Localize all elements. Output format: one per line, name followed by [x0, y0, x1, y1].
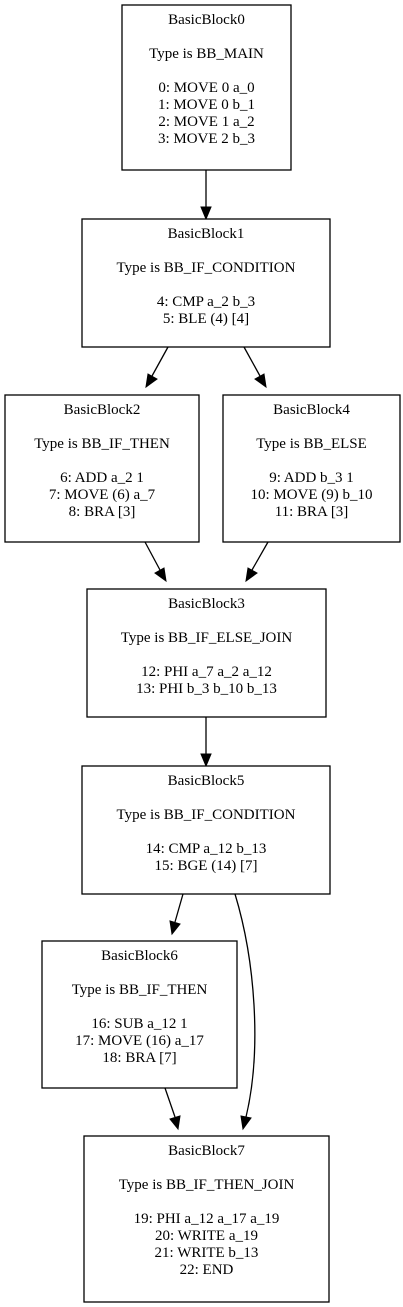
node-instruction: 14: CMP a_12 b_13: [146, 841, 267, 857]
node-instruction: 11: BRA [3]: [275, 504, 349, 520]
node-type: Type is BB_IF_THEN_JOIN: [119, 1177, 295, 1193]
edge-basicblock1-to-basicblock4: [243, 346, 267, 389]
edge-basicblock4-to-basicblock3: [245, 541, 269, 583]
node-title: BasicBlock6: [101, 948, 178, 964]
edge-basicblock5-to-basicblock6: [169, 893, 184, 936]
node-box: [81, 765, 331, 895]
node-type: Type is BB_IF_CONDITION: [117, 807, 296, 823]
node-instruction: 19: PHI a_12 a_17 a_19: [134, 1211, 280, 1227]
node-title: BasicBlock0: [168, 12, 245, 28]
node-box: [86, 588, 327, 718]
arrowhead: [245, 567, 258, 583]
edge-line: [174, 893, 184, 923]
node-instruction: 18: BRA [7]: [102, 1050, 176, 1066]
node-instruction: 5: BLE (4) [4]: [163, 311, 249, 327]
node-type: Type is BB_IF_THEN: [34, 436, 170, 452]
node-instruction: 20: WRITE a_19: [155, 1228, 258, 1244]
node-title: BasicBlock7: [168, 1143, 245, 1159]
edge-basicblock5-to-basicblock7: [234, 893, 256, 1131]
node-title: BasicBlock3: [168, 596, 245, 612]
node-instruction: 12: PHI a_7 a_2 a_12: [141, 664, 272, 680]
edge-line: [151, 346, 169, 377]
arrowhead: [240, 1115, 252, 1131]
node-instruction: 16: SUB a_12 1: [91, 1016, 187, 1032]
edge-line: [251, 541, 269, 571]
node-type: Type is BB_ELSE: [256, 436, 367, 452]
arrowhead: [169, 1115, 181, 1131]
node-box: [41, 940, 238, 1089]
edge-line: [234, 893, 256, 1118]
edge-basicblock0-to-basicblock1: [200, 170, 212, 221]
node-instruction: 2: MOVE 1 a_2: [158, 114, 254, 130]
node-type: Type is BB_IF_CONDITION: [117, 260, 296, 276]
node-title: BasicBlock2: [64, 402, 141, 418]
arrowhead: [145, 373, 158, 389]
node-instruction: 0: MOVE 0 a_0: [158, 80, 254, 96]
node-instruction: 7: MOVE (6) a_7: [49, 487, 156, 503]
node-box: [83, 1135, 330, 1303]
node-instruction: 15: BGE (14) [7]: [155, 858, 258, 874]
node-instruction: 9: ADD b_3 1: [269, 470, 354, 486]
node-instruction: 17: MOVE (16) a_17: [75, 1033, 204, 1049]
edge-basicblock1-to-basicblock2: [145, 346, 169, 389]
node-instruction: 1: MOVE 0 b_1: [158, 97, 255, 113]
node-instruction: 6: ADD a_2 1: [60, 470, 144, 486]
node-title: BasicBlock1: [168, 226, 245, 242]
node-instruction: 8: BRA [3]: [69, 504, 136, 520]
node-instruction: 13: PHI b_3 b_10 b_13: [136, 681, 277, 697]
node-type: Type is BB_IF_THEN: [72, 982, 208, 998]
edge-line: [243, 346, 261, 377]
arrowhead: [254, 373, 267, 389]
node-instruction: 10: MOVE (9) b_10: [250, 487, 372, 503]
edge-line: [144, 541, 161, 571]
node-box: [222, 394, 401, 543]
arrowhead: [154, 567, 167, 583]
node-box: [4, 394, 200, 543]
edge-basicblock3-to-basicblock5: [200, 717, 212, 768]
edge-line: [164, 1087, 176, 1118]
node-instruction: 3: MOVE 2 b_3: [158, 131, 255, 147]
arrowhead: [169, 920, 181, 936]
arrowhead: [200, 206, 212, 221]
node-instruction: 4: CMP a_2 b_3: [157, 294, 255, 310]
edges-layer: [144, 170, 269, 1131]
node-box: [121, 4, 292, 171]
node-title: BasicBlock5: [168, 773, 245, 789]
edge-basicblock6-to-basicblock7: [164, 1087, 181, 1131]
node-box: [81, 218, 331, 348]
node-instruction: 21: WRITE b_13: [155, 1245, 259, 1261]
node-instruction: 22: END: [180, 1262, 234, 1278]
node-title: BasicBlock4: [273, 402, 350, 418]
edge-basicblock2-to-basicblock3: [144, 541, 167, 583]
arrowhead: [200, 753, 212, 768]
node-type: Type is BB_MAIN: [149, 46, 264, 62]
node-type: Type is BB_IF_ELSE_JOIN: [121, 630, 293, 646]
